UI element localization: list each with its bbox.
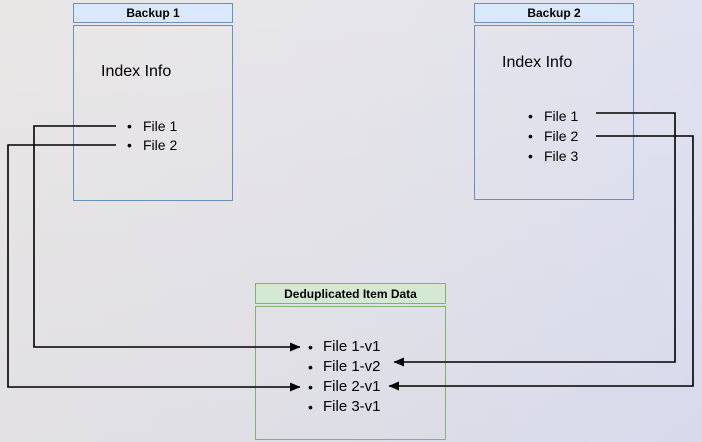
dedup-title: Deduplicated Item Data xyxy=(284,286,417,301)
backup1-file-2: File 2 xyxy=(124,136,177,155)
backup1-title: Backup 1 xyxy=(126,6,180,20)
bullet-icon xyxy=(308,357,313,378)
backup2-file-list: File 1 File 2 File 3 xyxy=(525,106,578,166)
backup1-file-list: File 1 File 2 xyxy=(124,117,177,155)
dedup-item-file2-v1: File 2-v1 xyxy=(306,377,381,397)
backup1-file-2-label: File 2 xyxy=(143,137,178,153)
dedup-item-file2-v1-label: File 2-v1 xyxy=(323,378,381,395)
backup2-file-2-label: File 2 xyxy=(544,128,579,144)
dedup-item-file1-v1-label: File 1-v1 xyxy=(323,338,381,355)
backup2-file-3: File 3 xyxy=(525,146,578,166)
dedup-item-list: File 1-v1 File 1-v2 File 2-v1 File 3-v1 xyxy=(306,337,381,417)
bullet-icon xyxy=(127,117,132,136)
bullet-icon xyxy=(308,377,313,398)
bullet-icon xyxy=(528,146,533,166)
backup2-file-2: File 2 xyxy=(525,126,578,146)
backup1-title-box: Backup 1 xyxy=(73,3,233,23)
dedup-item-file1-v2-label: File 1-v2 xyxy=(323,358,381,375)
dedup-item-file3-v1-label: File 3-v1 xyxy=(323,398,381,415)
bullet-icon xyxy=(528,126,533,146)
bullet-icon xyxy=(528,106,533,126)
backup1-body-box: Index Info File 1 File 2 xyxy=(73,25,233,201)
dedup-item-file1-v2: File 1-v2 xyxy=(306,357,381,377)
bullet-icon xyxy=(127,136,132,155)
bullet-icon xyxy=(308,337,313,358)
backup2-index-info-label: Index Info xyxy=(502,54,573,71)
backup1-file-1: File 1 xyxy=(124,117,177,136)
dedup-item-file3-v1: File 3-v1 xyxy=(306,397,381,417)
bullet-icon xyxy=(308,397,313,418)
dedup-title-box: Deduplicated Item Data xyxy=(255,283,446,304)
dedup-item-file1-v1: File 1-v1 xyxy=(306,337,381,357)
backup2-file-1: File 1 xyxy=(525,106,578,126)
backup2-file-3-label: File 3 xyxy=(544,148,579,164)
backup2-file-1-label: File 1 xyxy=(544,108,579,124)
backup1-index-info-label: Index Info xyxy=(101,63,172,80)
backup2-title-box: Backup 2 xyxy=(474,3,634,23)
dedup-body-box: File 1-v1 File 1-v2 File 2-v1 File 3-v1 xyxy=(255,306,446,440)
backup1-file-1-label: File 1 xyxy=(143,118,178,134)
backup2-body-box: Index Info File 1 File 2 File 3 xyxy=(474,25,634,200)
backup2-title: Backup 2 xyxy=(527,6,581,20)
